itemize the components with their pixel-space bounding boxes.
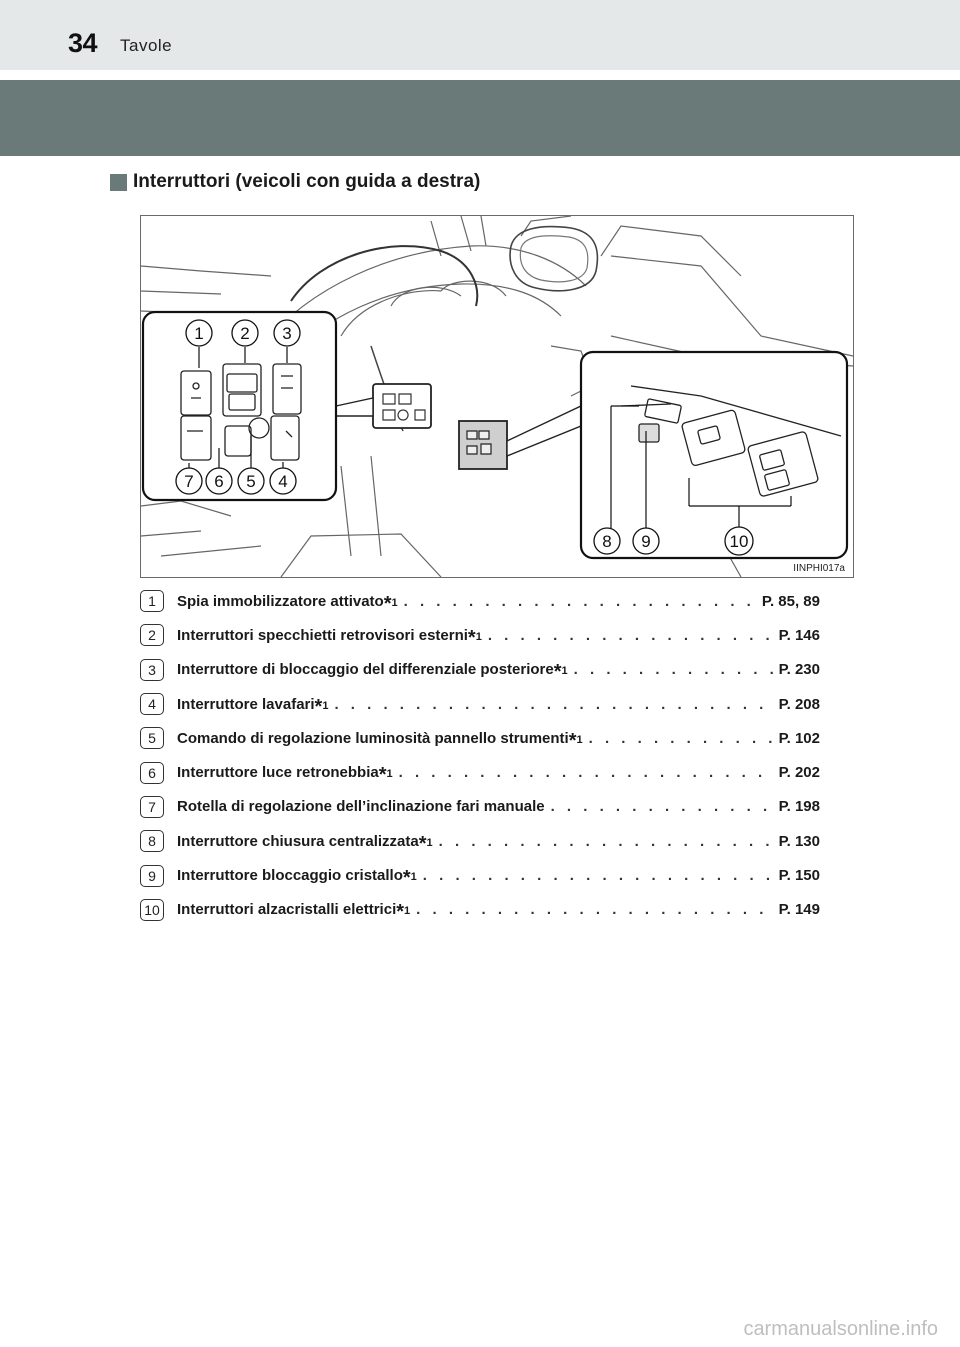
- item-label: Interruttori specchietti retrovisori est…: [177, 626, 468, 644]
- list-item: 1 Spia immobilizzatore attivato*1 P. 85, …: [140, 584, 820, 618]
- list-item: 2 Interruttori specchietti retrovisori e…: [140, 618, 820, 652]
- page-reference[interactable]: P. 85, 89: [761, 592, 820, 610]
- footnote-marker: *1: [418, 832, 433, 850]
- item-label: Interruttore chiusura centralizzata: [177, 832, 419, 850]
- callout-10: 10: [730, 532, 749, 551]
- page-reference[interactable]: P. 149: [778, 901, 820, 919]
- leader-dots: [334, 696, 772, 713]
- section-title: Tavole: [120, 36, 173, 55]
- item-number-badge: 10: [140, 898, 164, 921]
- list-item: 6 Interruttore luce retronebbia*1 P. 202: [140, 755, 820, 789]
- list-item: 10 Interruttori alzacristalli elettrici*…: [140, 893, 820, 927]
- page-reference[interactable]: P. 146: [778, 626, 820, 644]
- leader-dots: [439, 833, 773, 850]
- callout-3: 3: [282, 324, 291, 343]
- switch-list: 1 Spia immobilizzatore attivato*1P. 85, …: [140, 584, 820, 927]
- leader-dots: [488, 627, 773, 644]
- subheading: Interruttori (veicoli con guida a destra…: [110, 171, 480, 193]
- page-reference[interactable]: P. 130: [778, 832, 820, 850]
- item-number-badge: 5: [140, 727, 164, 750]
- page-reference[interactable]: P. 198: [778, 798, 820, 816]
- item-label: Comando di regolazione luminosità pannel…: [177, 729, 569, 747]
- list-item: 9 Interruttore bloccaggio cristallo*1 P. …: [140, 858, 820, 892]
- item-number-badge: 2: [140, 624, 164, 647]
- left-inset-frame: [141, 310, 338, 502]
- page-reference[interactable]: P. 202: [778, 764, 820, 782]
- list-item: 7 Rotella di regolazione dell’inclinazio…: [140, 790, 820, 824]
- side-mirror: [509, 225, 599, 292]
- item-number-badge: 7: [140, 795, 164, 818]
- watermark: carmanualsonline.info: [743, 1318, 938, 1340]
- leader-dots: [416, 901, 772, 918]
- list-item: 5 Comando di regolazione luminosità pann…: [140, 721, 820, 755]
- item-number-badge: 8: [140, 830, 164, 853]
- page-reference[interactable]: P. 230: [778, 661, 820, 679]
- callout-6: 6: [214, 472, 223, 491]
- callout-4: 4: [278, 472, 287, 491]
- list-item: 8 Interruttore chiusura centralizzata*1 P…: [140, 824, 820, 858]
- item-number-badge: 3: [140, 658, 164, 681]
- footnote-marker: *1: [553, 661, 568, 679]
- item-label: Interruttore luce retronebbia: [177, 764, 379, 782]
- callout-7: 7: [184, 472, 193, 491]
- item-number-badge: 4: [140, 693, 164, 716]
- footnote-marker: *1: [402, 867, 417, 885]
- page-reference[interactable]: P. 208: [778, 695, 820, 713]
- page-reference[interactable]: P. 102: [778, 729, 820, 747]
- page-header: 34 Tavole: [0, 0, 960, 70]
- callout-8: 8: [602, 532, 611, 551]
- item-number-badge: 9: [140, 864, 164, 887]
- leader-dots: [589, 730, 773, 747]
- item-label: Interruttore lavafari: [177, 695, 315, 713]
- list-item: 3 Interruttore di bloccaggio del differe…: [140, 653, 820, 687]
- left-callouts: [175, 319, 301, 495]
- steering-wheel: [290, 245, 479, 307]
- right-inset-frame: [579, 350, 849, 560]
- item-label: Interruttore bloccaggio cristallo: [177, 867, 403, 885]
- item-label: Spia immobilizzatore attivato: [177, 592, 384, 610]
- leader-dots: [551, 798, 773, 815]
- right-callouts: [593, 526, 754, 556]
- leader-dots: [574, 661, 773, 678]
- dashboard-illustration: 1 2 3 7 6 5 4: [140, 215, 854, 578]
- footnote-marker: *1: [314, 695, 329, 713]
- footnote-marker: *1: [396, 901, 411, 919]
- list-item: 4 Interruttore lavafari*1 P. 208: [140, 687, 820, 721]
- page-reference[interactable]: P. 150: [778, 867, 820, 885]
- footnote-marker: *1: [383, 592, 398, 610]
- header-band: [0, 80, 960, 156]
- figure-code: IINPHI017a: [791, 563, 847, 574]
- callout-9: 9: [641, 532, 650, 551]
- footnote-marker: *1: [467, 626, 482, 644]
- footnote-marker: *1: [378, 764, 393, 782]
- callout-2: 2: [240, 324, 249, 343]
- footnote-marker: *1: [568, 729, 583, 747]
- item-label: Rotella di regolazione dell’inclinazione…: [177, 798, 545, 816]
- subheading-text: Interruttori (veicoli con guida a destra…: [133, 171, 481, 192]
- heading-square-icon: [110, 173, 127, 191]
- item-number-badge: 1: [140, 590, 164, 613]
- callout-1: 1: [194, 324, 203, 343]
- item-label: Interruttore di bloccaggio del differenz…: [177, 661, 554, 679]
- callout-5: 5: [246, 472, 255, 491]
- leader-dots: [423, 867, 773, 884]
- leader-dots: [404, 593, 756, 610]
- leader-dots: [399, 764, 773, 781]
- item-number-badge: 6: [140, 761, 164, 784]
- item-label: Interruttori alzacristalli elettrici: [177, 901, 397, 919]
- page-number: 34: [68, 28, 98, 58]
